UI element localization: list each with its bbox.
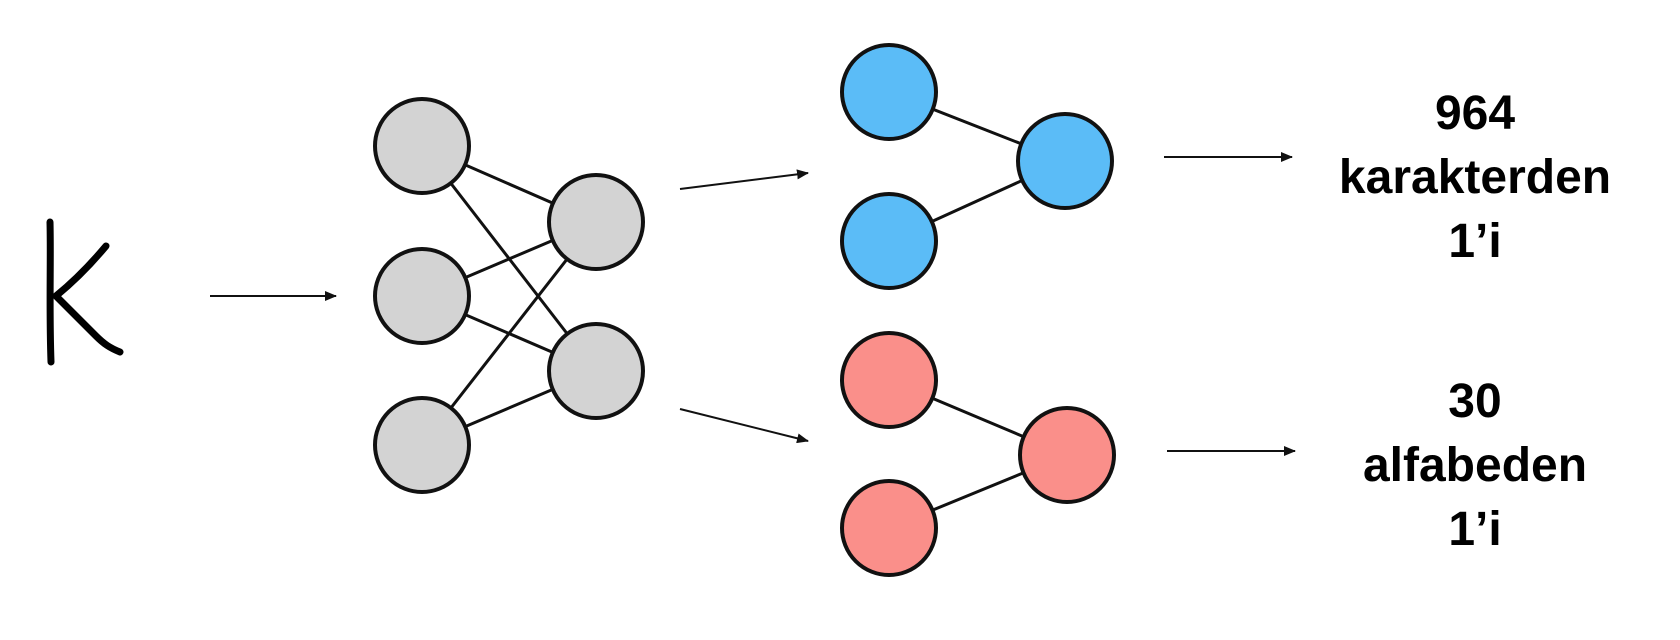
top-head-node bbox=[840, 43, 938, 141]
shared-node bbox=[373, 247, 471, 345]
shared-node bbox=[373, 97, 471, 195]
character-count: 964 bbox=[1434, 87, 1516, 140]
character-word: karakterden bbox=[1338, 151, 1612, 204]
top-head-nodes bbox=[840, 43, 1114, 290]
shared-node bbox=[547, 173, 645, 271]
top-head-node bbox=[1016, 112, 1114, 210]
bottom-head-node bbox=[840, 331, 938, 429]
alphabet-word: alfabeden bbox=[1362, 439, 1588, 492]
top-head-node bbox=[840, 192, 938, 290]
bottom-head-nodes bbox=[840, 331, 1116, 577]
bottom-head-node bbox=[840, 479, 938, 577]
shared-node bbox=[373, 396, 471, 494]
alphabet-selection: 1’i bbox=[1448, 503, 1502, 556]
handwritten-k-glyph bbox=[46, 218, 124, 366]
alphabet-output-label: 30 alfabeden 1’i bbox=[1295, 370, 1655, 562]
alphabet-count: 30 bbox=[1448, 375, 1502, 428]
bottom-head-node bbox=[1018, 406, 1116, 504]
character-output-label: 964 karakterden 1’i bbox=[1295, 82, 1655, 274]
shared-node bbox=[547, 322, 645, 420]
top-branch-arrow bbox=[679, 169, 809, 190]
bottom-branch-arrow bbox=[679, 408, 809, 444]
character-selection: 1’i bbox=[1448, 215, 1502, 268]
shared-network-nodes bbox=[373, 97, 645, 494]
